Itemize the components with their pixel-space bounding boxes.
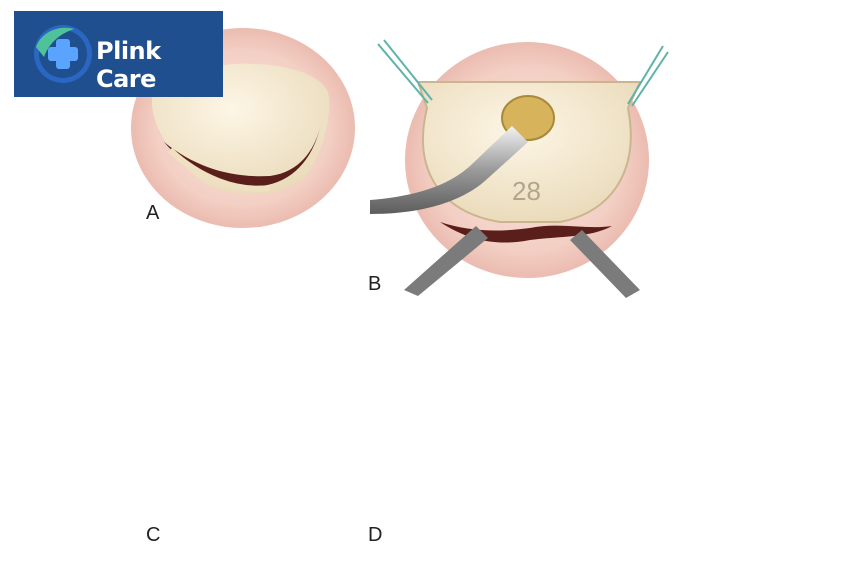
medical-cross-icon — [34, 25, 92, 83]
panel-label-c: C — [146, 524, 161, 546]
brand-logo: Plink Care — [14, 11, 223, 97]
sizer-number: 28 — [512, 176, 541, 206]
brand-name: Plink Care — [96, 37, 161, 93]
panel-label-a: A — [146, 202, 160, 224]
panel-label-d: D — [368, 524, 383, 546]
panel-label-b: B — [368, 273, 382, 295]
panel-b-sizer-illustration — [370, 39, 669, 298]
